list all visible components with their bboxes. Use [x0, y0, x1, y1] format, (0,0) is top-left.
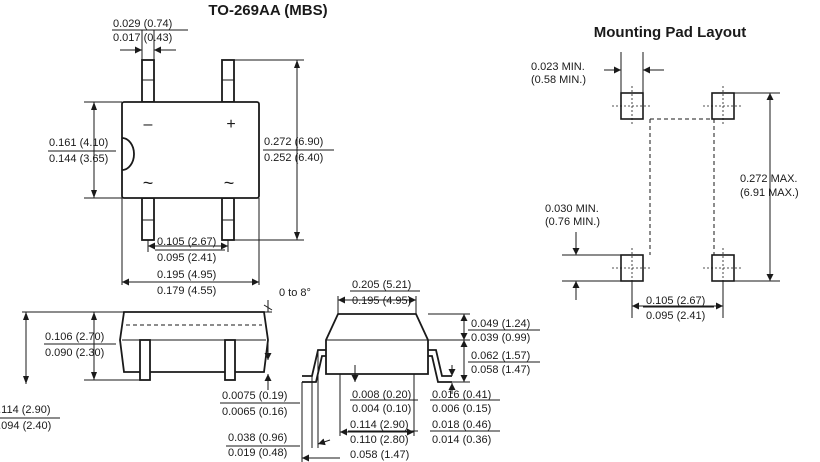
pad-length-mm: (0.76 MIN.)	[545, 216, 600, 228]
standoff-min: 0.004 (0.10)	[352, 403, 411, 415]
top-view: – + ~ ~ 0.029 (0.74) 0.017 (0.43) 0.161 …	[48, 18, 334, 297]
pad-width-mm: (0.58 MIN.)	[531, 74, 586, 86]
ac-symbol-left: ~	[143, 173, 154, 193]
body-height-min: 0.090 (2.30)	[45, 347, 104, 359]
upper-height-max: 0.049 (1.24)	[471, 318, 530, 330]
foot-length-min: 0.014 (0.36)	[432, 434, 491, 446]
lead-bottom-left	[141, 197, 155, 241]
foot-thickness-max: 0.016 (0.41)	[432, 389, 491, 401]
end-view: 0.205 (5.21) 0.195 (4.95) 0.049 (1.24) 0…	[226, 279, 540, 462]
end-lead-left	[302, 349, 326, 377]
package-body-top	[121, 101, 260, 199]
lead-pitch-max: 0.105 (2.67)	[157, 236, 216, 248]
body-width-min: 0.144 (3.65)	[49, 153, 108, 165]
lead-width-min: 0.017 (0.43)	[113, 32, 172, 44]
overall-height-min: 0.094 (2.40)	[0, 420, 51, 432]
body-length-min: 0.179 (4.55)	[157, 285, 216, 297]
side-lead-right	[224, 339, 236, 381]
package-body-end	[325, 313, 429, 375]
lead-width-max: 0.029 (0.74)	[113, 18, 172, 30]
overall-height-max: 0.114 (2.90)	[0, 404, 51, 416]
upper-height-min: 0.039 (0.99)	[471, 332, 530, 344]
body-height-max: 0.106 (2.70)	[45, 331, 104, 343]
lead-span-max: 0.038 (0.96)	[228, 432, 287, 444]
overall-length-max: 0.272 (6.90)	[264, 136, 323, 148]
package-title: TO-269AA (MBS)	[208, 2, 327, 19]
bottom-width-min: 0.110 (2.80)	[350, 434, 409, 446]
lead-thickness-min: 0.0065 (0.16)	[222, 406, 287, 418]
draft-angle: 0 to 8°	[279, 287, 311, 299]
lower-height-max: 0.062 (1.57)	[471, 350, 530, 362]
top-width-min: 0.195 (4.95)	[352, 295, 411, 307]
pad-length-inch: 0.030 MIN.	[545, 203, 599, 215]
lead-pitch-min: 0.095 (2.41)	[157, 252, 216, 264]
lead-thickness-max: 0.0075 (0.19)	[222, 390, 287, 402]
standoff-max: 0.008 (0.20)	[352, 389, 411, 401]
foot-width: 0.058 (1.47)	[350, 449, 409, 461]
minus-symbol: –	[144, 116, 153, 133]
top-width-max: 0.205 (5.21)	[352, 279, 411, 291]
side-lead-left	[139, 339, 151, 381]
pad-width-inch: 0.023 MIN.	[531, 61, 585, 73]
ac-symbol-right: ~	[224, 173, 235, 193]
lower-height-min: 0.058 (1.47)	[471, 364, 530, 376]
end-lead-right	[428, 349, 452, 377]
pad-pitch-min: 0.095 (2.41)	[646, 310, 705, 322]
bottom-width-max: 0.114 (2.90)	[350, 419, 409, 431]
lead-top-right	[221, 59, 235, 103]
lead-span-min: 0.019 (0.48)	[228, 447, 287, 459]
row-spacing-inch: 0.272 MAX.	[740, 173, 797, 185]
pin1-notch	[121, 137, 135, 171]
foot-length-max: 0.018 (0.46)	[432, 419, 491, 431]
lead-bottom-right	[221, 197, 235, 241]
lead-top-left	[141, 59, 155, 103]
overall-length-min: 0.252 (6.40)	[264, 152, 323, 164]
pad-pitch-max: 0.105 (2.67)	[646, 295, 705, 307]
side-view: 0 to 8° 0.106 (2.70) 0.090 (2.30) 0.114 …	[0, 287, 311, 432]
plus-symbol: +	[226, 116, 235, 133]
foot-thickness-min: 0.006 (0.15)	[432, 403, 491, 415]
mounting-pad-layout: 0.023 MIN. (0.58 MIN.) 0.272 MAX. (6.91 …	[531, 52, 799, 322]
body-width-max: 0.161 (4.10)	[49, 137, 108, 149]
body-length-max: 0.195 (4.95)	[157, 269, 216, 281]
mounting-title: Mounting Pad Layout	[594, 24, 746, 41]
row-spacing-mm: (6.91 MAX.)	[740, 187, 799, 199]
